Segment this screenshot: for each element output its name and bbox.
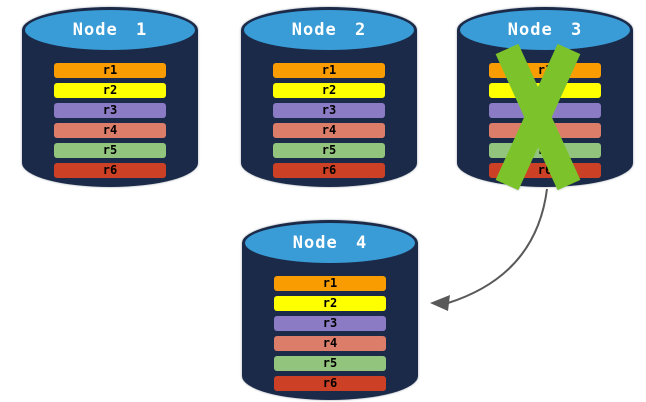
record-r5: r5 <box>274 356 386 371</box>
record-r5: r5 <box>54 143 166 158</box>
record-r1: r1 <box>274 276 386 291</box>
record-r2: r2 <box>54 83 166 98</box>
database-node-4: Node 4 r1 r2 r3 r4 r5 r6 <box>242 220 418 400</box>
record-r3: r3 <box>274 316 386 331</box>
record-r2: r2 <box>274 296 386 311</box>
record-r3: r3 <box>273 103 385 118</box>
record-r6: r6 <box>274 376 386 391</box>
record-r2: r2 <box>273 83 385 98</box>
cylinder-top <box>241 7 417 53</box>
record-list: r1 r2 r3 r4 r5 r6 <box>274 276 386 396</box>
node-title: Node 1 <box>72 20 148 40</box>
record-r6: r6 <box>54 163 166 178</box>
node-title: Node 3 <box>507 20 583 40</box>
cylinder-top <box>457 7 633 53</box>
record-r4: r4 <box>54 123 166 138</box>
cylinder-top <box>242 220 418 266</box>
record-r4: r4 <box>273 123 385 138</box>
node-title: Node 2 <box>291 20 367 40</box>
cylinder-top <box>22 7 198 53</box>
record-r1: r1 <box>273 63 385 78</box>
record-r3: r3 <box>54 103 166 118</box>
database-node-1: Node 1 r1 r2 r3 r4 r5 r6 <box>22 7 198 187</box>
record-r5: r5 <box>273 143 385 158</box>
record-list: r1 r2 r3 r4 r5 r6 <box>273 63 385 183</box>
failover-arrowhead <box>430 295 450 311</box>
failover-arrow-curve <box>447 188 548 304</box>
record-r1: r1 <box>54 63 166 78</box>
record-r6: r6 <box>273 163 385 178</box>
database-node-2: Node 2 r1 r2 r3 r4 r5 r6 <box>241 7 417 187</box>
record-r4: r4 <box>274 336 386 351</box>
node-title: Node 4 <box>292 233 368 253</box>
record-list: r1 r2 r3 r4 r5 r6 <box>54 63 166 183</box>
failure-x-icon <box>495 43 581 191</box>
